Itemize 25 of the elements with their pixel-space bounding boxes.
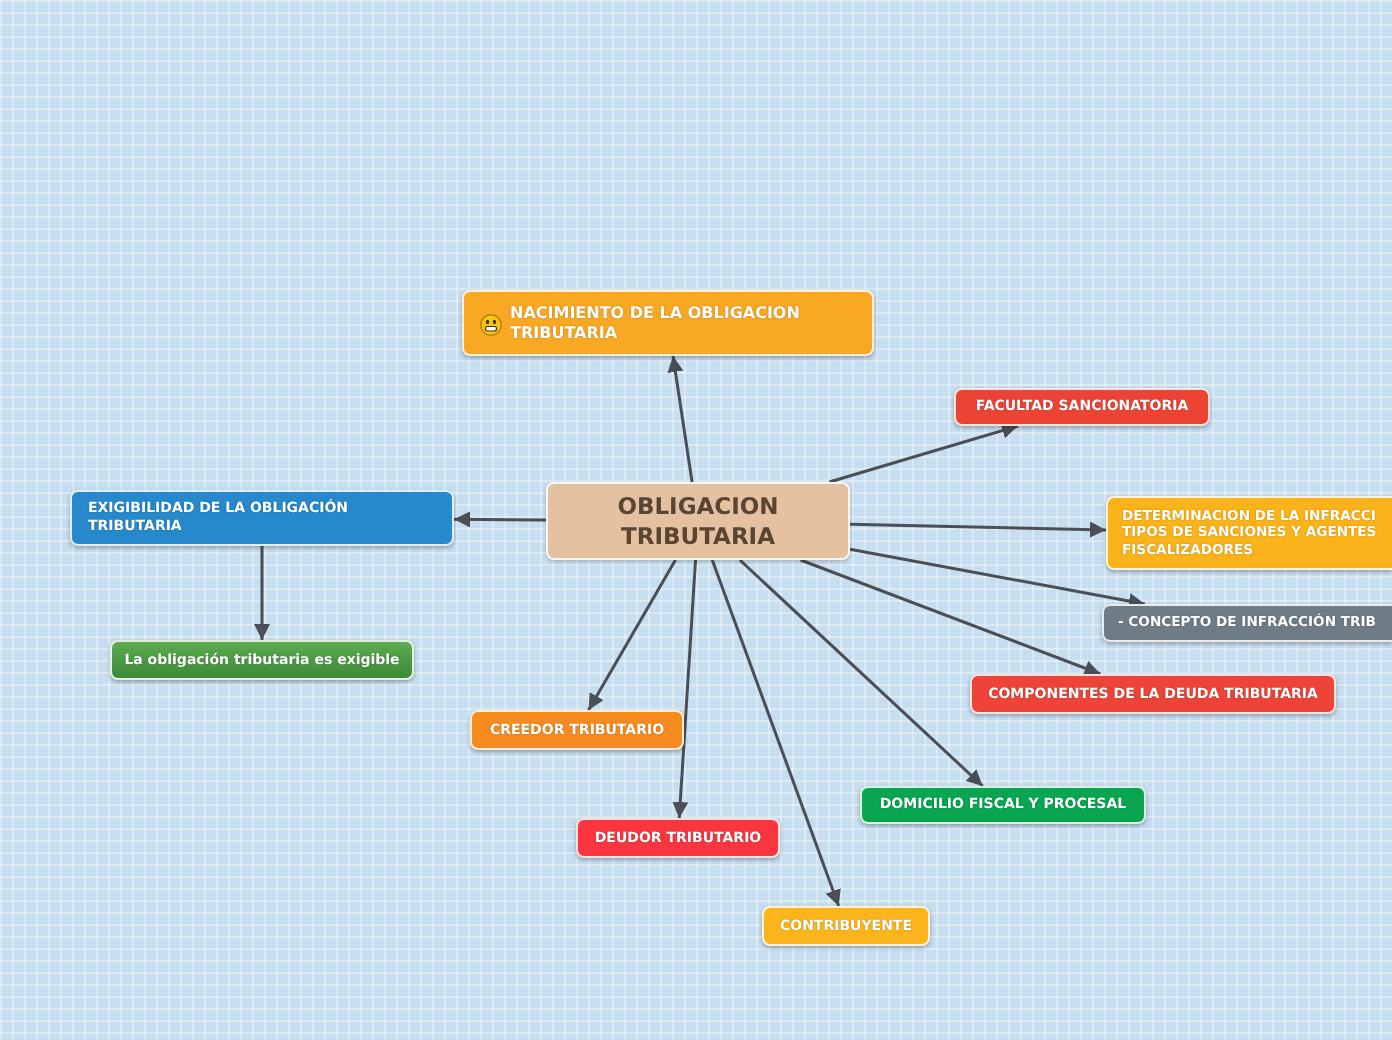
arrow <box>672 559 698 819</box>
topic-box <box>762 906 930 946</box>
topic-box <box>970 674 1336 714</box>
arrow <box>828 422 1019 484</box>
arrow <box>667 355 694 483</box>
arrow <box>254 546 270 640</box>
arrow <box>738 558 984 788</box>
arrow <box>587 559 677 711</box>
topic-box <box>1106 496 1392 570</box>
topic-box <box>462 290 874 356</box>
central-topic-box <box>546 482 850 560</box>
topic-box <box>576 818 780 858</box>
central-topic-text: OBLIGACION TRIBUTARIA <box>615 492 781 550</box>
topic-box <box>860 786 1146 824</box>
arrow <box>710 559 841 907</box>
arrow <box>800 558 1101 676</box>
topic-box <box>70 490 454 546</box>
topic-box <box>1102 604 1392 642</box>
topic-text: NACIMIENTO DE LA OBLIGACION TRIBUTARIA <box>510 303 802 343</box>
topic-box <box>954 388 1210 426</box>
topic-box <box>110 640 414 680</box>
arrow <box>454 511 546 528</box>
topic-box <box>470 710 684 750</box>
arrow <box>849 521 1107 538</box>
arrow <box>849 547 1145 609</box>
